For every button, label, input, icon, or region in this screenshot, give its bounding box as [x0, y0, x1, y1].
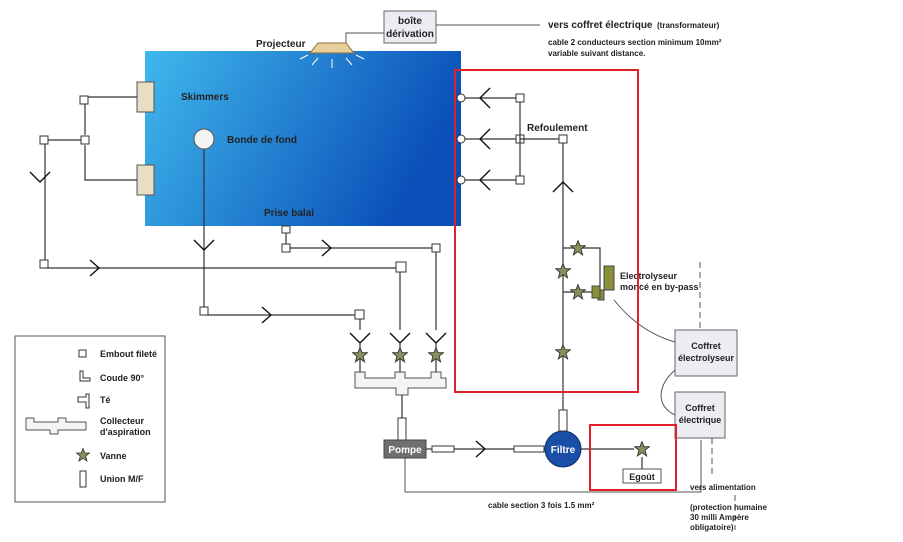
egout-box: [622, 468, 662, 484]
projecteur-label: Projecteur: [256, 39, 306, 50]
legend-embout-label: Embout fileté: [100, 349, 157, 359]
highlight-egout: [589, 424, 677, 491]
protection-label-3: obligatoire): [690, 523, 734, 532]
legend-collecteur-icon: [25, 417, 87, 435]
cable-note-1: cable 2 conducteurs section minimum 10mm…: [548, 38, 722, 47]
bonde-label: Bonde de fond: [227, 135, 297, 146]
coffret-electrolyseur-label-1: Coffret: [691, 341, 721, 351]
union-pompe: [397, 417, 407, 441]
skimmer-pipes: [29, 95, 407, 330]
legend-collecteur-label-1: Collecteur: [100, 416, 145, 426]
legend-union-icon: [79, 470, 87, 488]
legend-vanne-label: Vanne: [100, 451, 127, 461]
valve-egout: [634, 441, 650, 457]
filtre-label: Filtre: [551, 445, 576, 456]
valve-bypass-in: [570, 240, 586, 256]
skimmer-bottom: [136, 164, 155, 196]
legend-coude-icon: [79, 370, 91, 382]
refoulement-circuit: [456, 87, 615, 410]
prise-balai-pipe: [281, 225, 441, 330]
cable-note-2: variable suivant distance.: [548, 49, 645, 58]
bonde-de-fond: [193, 128, 215, 150]
legend-union-label: Union M/F: [100, 474, 144, 484]
highlight-refoulement: [454, 69, 639, 393]
coffret-electrique-box: [674, 391, 726, 439]
electrolyseur-label-2: moncé en by-pass: [620, 282, 699, 292]
coffret-electrique-label-2: électrique: [679, 415, 722, 425]
boite-label-1: boîte: [398, 16, 422, 27]
legend-embout-icon: [78, 349, 87, 358]
valve-bypass-out: [570, 284, 586, 300]
legend-box: [14, 335, 166, 503]
legend-collecteur-label-2: d'aspiration: [100, 427, 151, 437]
boite-label-2: dérivation: [386, 29, 434, 40]
legend-te-label: Té: [100, 395, 111, 405]
coffret-electrolyseur-label-2: électrolyseur: [678, 353, 735, 363]
vers-coffret-label: vers coffret électrique: [548, 20, 653, 31]
protection-label-2: 30 milli Ampère: [690, 513, 749, 522]
skimmer-top: [136, 81, 155, 113]
protection-label-1: (protection humaine: [690, 503, 767, 512]
collecteur-aspiration: [354, 371, 447, 396]
prise-balai-label: Prise balai: [264, 208, 314, 219]
boite-derivation-box: [383, 10, 437, 44]
transformateur-label: (transformateur): [657, 21, 720, 30]
coffret-electrique-label-1: Coffret: [685, 403, 715, 413]
bonde-pipe: [193, 149, 365, 330]
cable-section-label: cable section 3 fois 1.5 mm²: [488, 501, 595, 510]
egout-label: Egoût: [629, 472, 655, 482]
electrolyseur-label-1: Electrolyseur: [620, 271, 678, 281]
refoulement-label: Refoulement: [527, 123, 588, 134]
skimmers-label: Skimmers: [181, 92, 229, 103]
pool-basin: [145, 51, 461, 226]
legend-te-icon: [77, 393, 90, 409]
legend: Embout fileté Coude 90° Té Collecteur d'…: [14, 335, 166, 503]
pompe-label: Pompe: [388, 445, 422, 456]
legend-coude-label: Coude 90°: [100, 373, 145, 383]
vers-alimentation-label: vers alimentation: [690, 483, 756, 492]
coffret-electrolyseur-box: [674, 329, 738, 377]
